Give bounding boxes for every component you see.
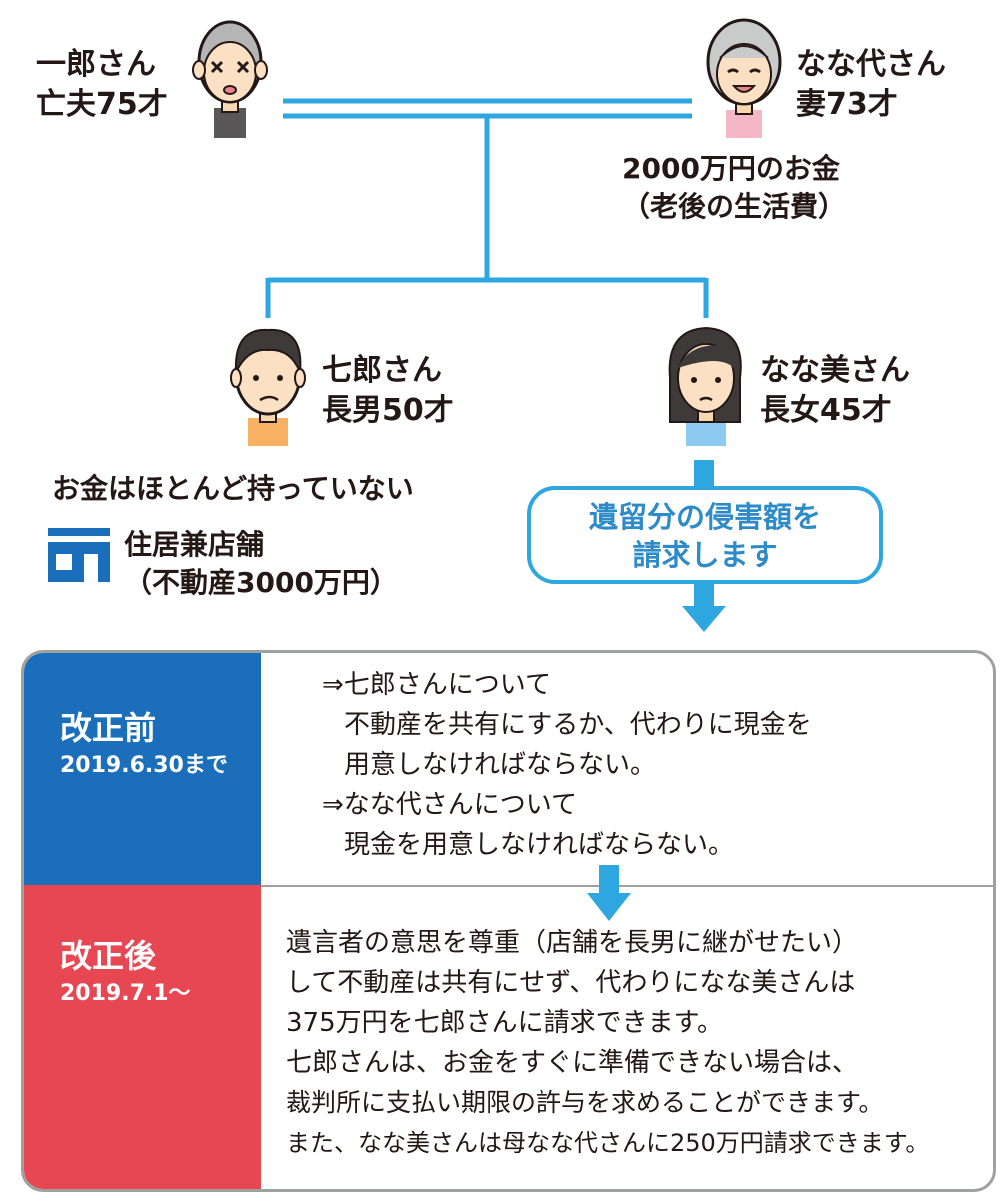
elderly-woman-icon bbox=[706, 18, 782, 138]
callout-line2: 請求します bbox=[632, 538, 778, 572]
nanami-relation: 長女45才 bbox=[760, 393, 892, 428]
nanayo-name: なな代さん bbox=[796, 47, 946, 82]
before-line: ⇒七郎さんについて bbox=[322, 670, 552, 700]
nanayo-relation: 妻73才 bbox=[796, 87, 898, 122]
down-arrow-icon bbox=[587, 865, 631, 921]
family-tree-lines bbox=[265, 98, 726, 632]
nanayo-money-purpose: （老後の生活費） bbox=[622, 190, 847, 223]
shop-icon bbox=[48, 528, 110, 582]
deceased-man-icon bbox=[192, 20, 268, 138]
before-line: ⇒なな代さんについて bbox=[322, 790, 578, 820]
after-line: して不動産は共有にせず、代わりになな美さんは bbox=[286, 968, 856, 998]
after-label: 改正後 2019.7.1〜 bbox=[24, 885, 261, 1189]
callout-line1: 遺留分の侵害額を bbox=[588, 500, 821, 534]
nanayo-money: 2000万円のお金 bbox=[622, 152, 840, 185]
nanami-name: なな美さん bbox=[760, 353, 910, 388]
after-line: 375万円を七郎さんに請求できます。 bbox=[286, 1008, 724, 1038]
property-value: （不動産3000万円） bbox=[124, 566, 398, 599]
panel-divider bbox=[261, 885, 993, 887]
daughter-icon bbox=[668, 326, 742, 446]
down-arrow-icon bbox=[682, 584, 726, 632]
before-line: 不動産を共有にするか、代わりに現金を bbox=[344, 710, 812, 740]
before-title: 改正前 bbox=[60, 709, 157, 747]
after-line: 遺言者の意思を尊重（店舗を長男に継がせたい） bbox=[286, 928, 859, 958]
before-label: 改正前 2019.6.30まで bbox=[24, 653, 261, 885]
ichiro-name: 一郎さん bbox=[36, 47, 156, 82]
after-line: また、なな美さんは母なな代さんに250万円請求できます。 bbox=[286, 1129, 930, 1157]
after-date: 2019.7.1〜 bbox=[60, 981, 191, 1006]
after-line: 裁判所に支払い期限の許与を求めることができます。 bbox=[286, 1088, 884, 1117]
shichiro-money-note: お金はほとんど持っていない bbox=[52, 472, 414, 505]
after-line: 七郎さんは、お金をすぐに準備できない場合は、 bbox=[286, 1048, 859, 1078]
law-comparison-panel: 改正前 2019.6.30まで 改正後 2019.7.1〜 ⇒七郎さんについて … bbox=[21, 650, 996, 1192]
before-line: 現金を用意しなければならない。 bbox=[344, 830, 735, 860]
before-date: 2019.6.30まで bbox=[60, 753, 228, 778]
claim-callout: 遺留分の侵害額を 請求します bbox=[527, 486, 883, 584]
son-icon bbox=[230, 328, 306, 446]
ichiro-relation: 亡夫75才 bbox=[36, 87, 168, 122]
shichiro-name: 七郎さん bbox=[322, 353, 442, 388]
before-line: 用意しなければならない。 bbox=[344, 750, 657, 780]
property-type: 住居兼店舗 bbox=[124, 528, 265, 561]
shichiro-relation: 長男50才 bbox=[322, 393, 454, 428]
after-title: 改正後 bbox=[60, 937, 157, 975]
